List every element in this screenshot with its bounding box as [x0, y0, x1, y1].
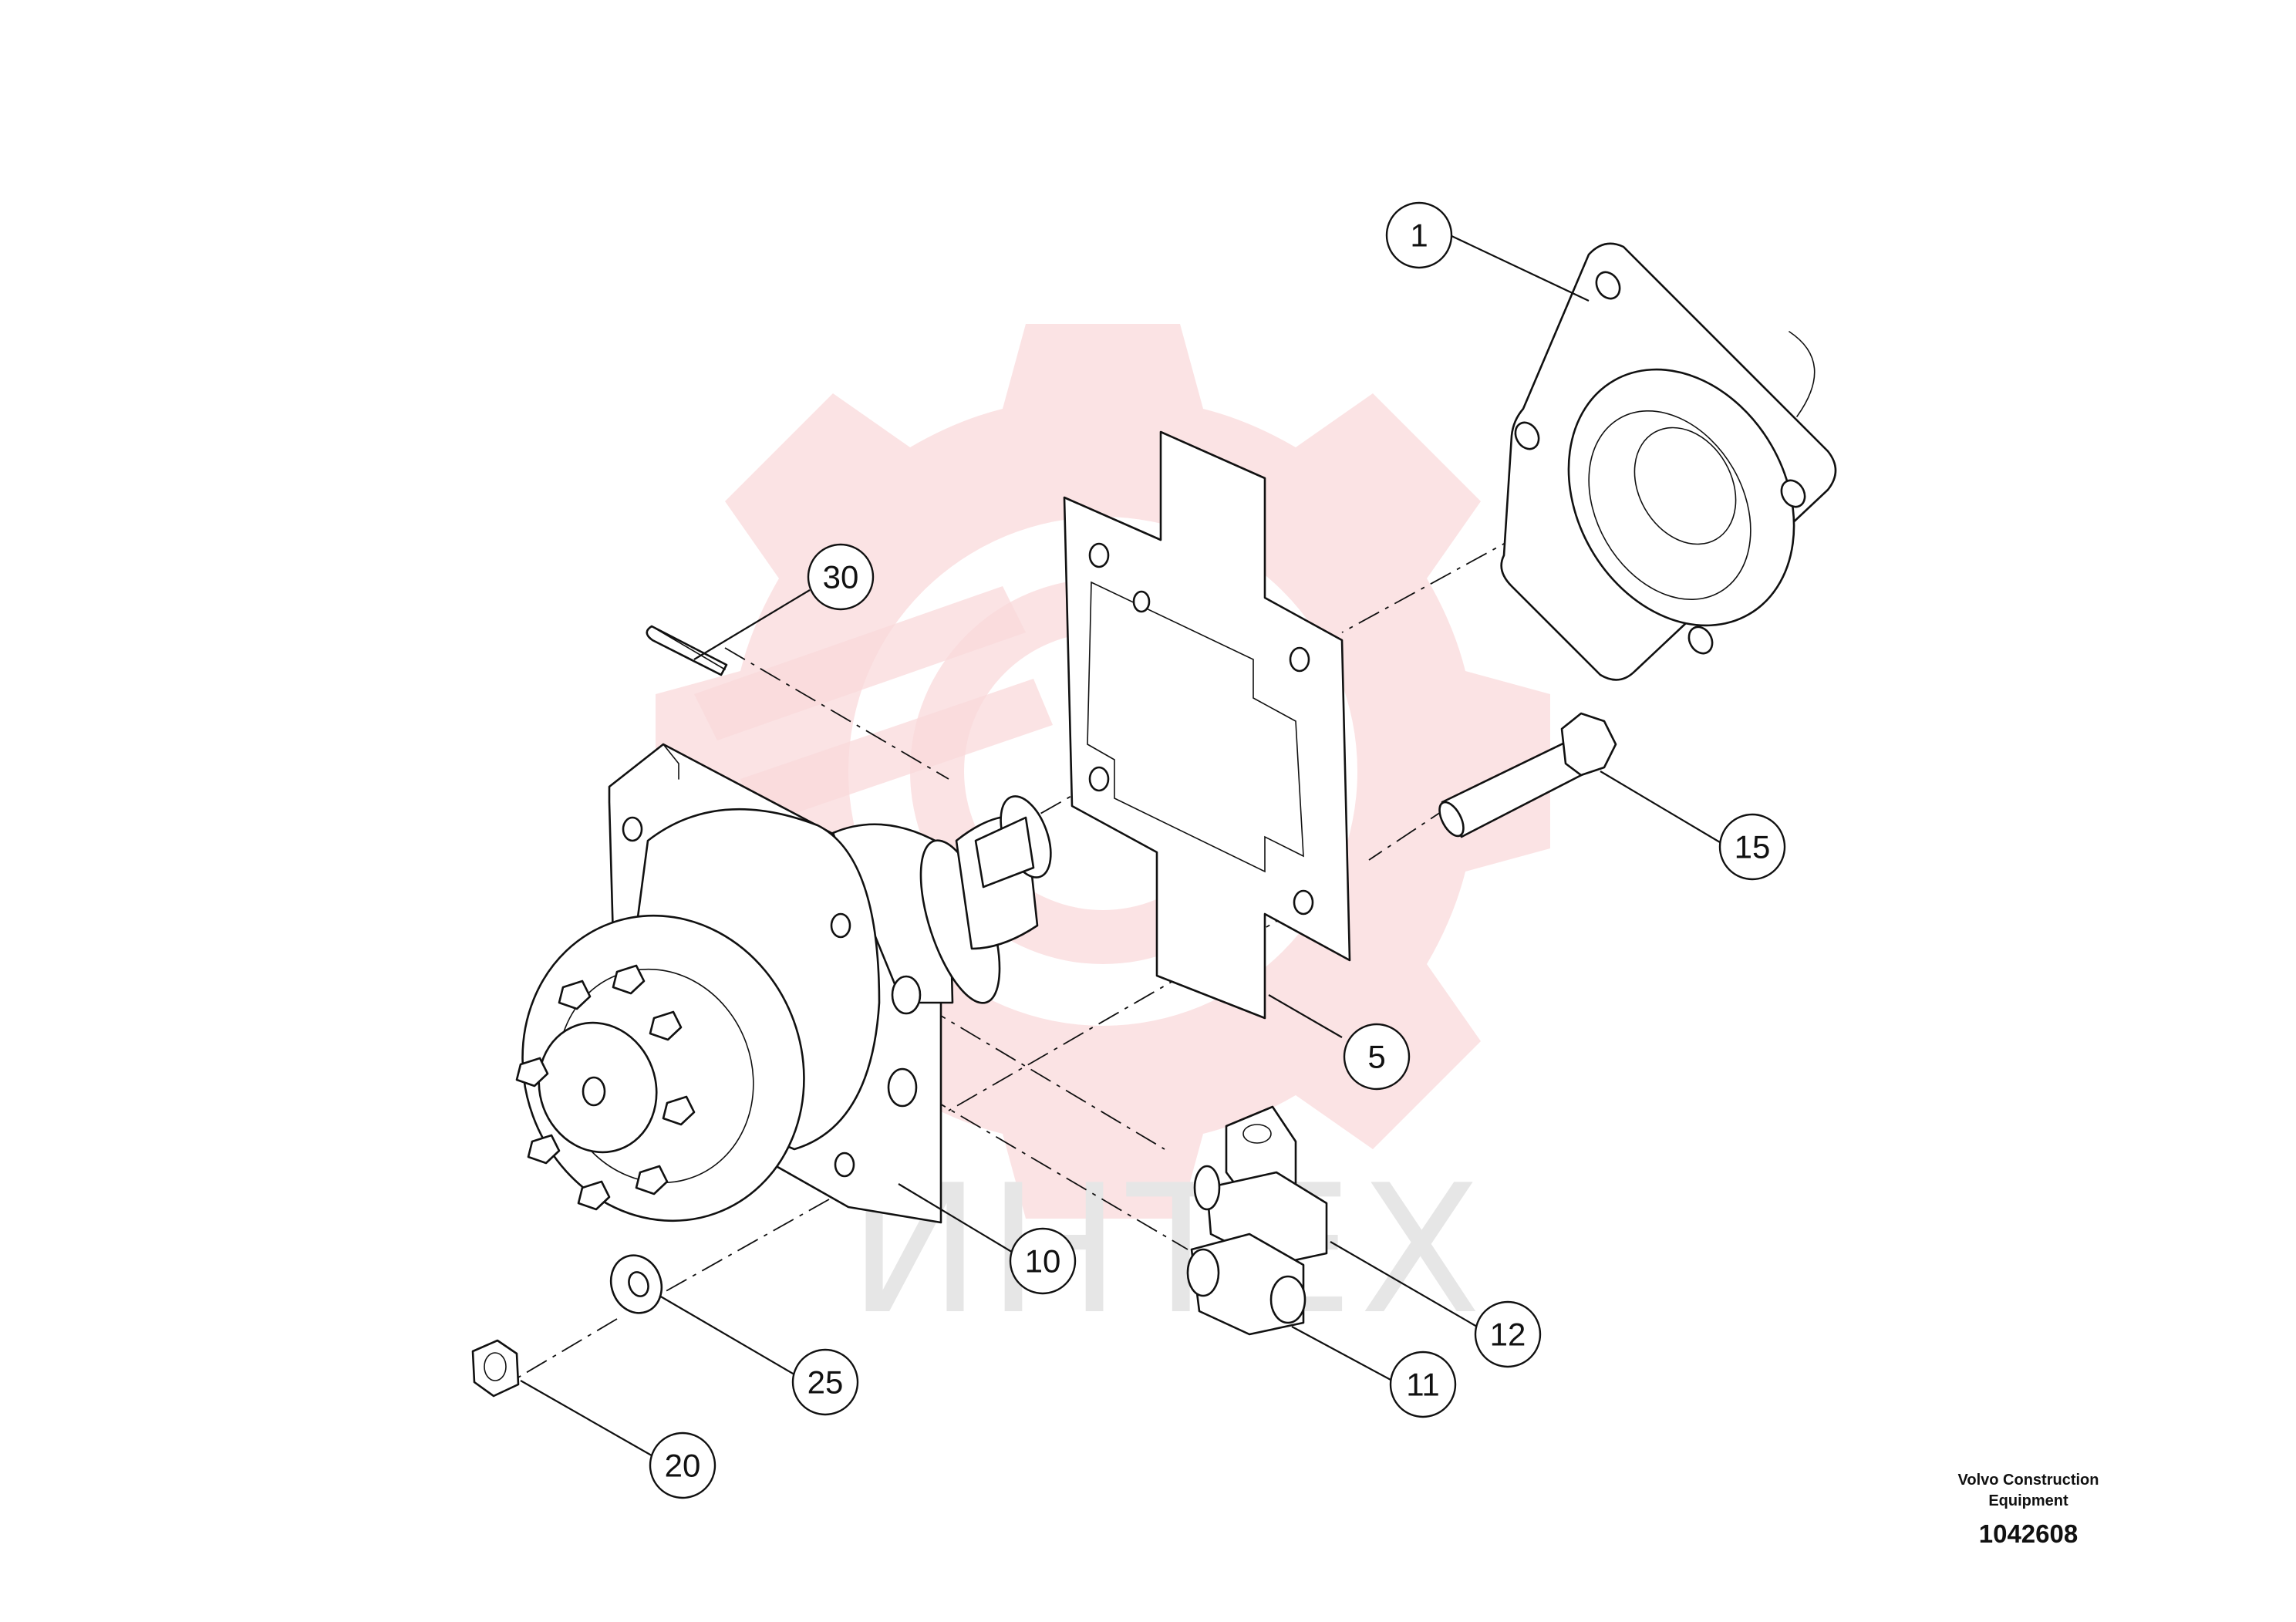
washer — [609, 1254, 663, 1314]
callout-20: 20 — [649, 1431, 716, 1499]
callout-12-label: 12 — [1490, 1317, 1526, 1353]
callout-12: 12 — [1474, 1300, 1542, 1368]
callout-1: 1 — [1385, 201, 1453, 269]
credit-block: Volvo Construction Equipment 1042608 — [1958, 1472, 2099, 1548]
flange-cover — [1500, 242, 1837, 681]
motor-bolt-heads — [515, 964, 696, 1211]
callout-5: 5 — [1343, 1023, 1411, 1091]
fitting-lower — [1186, 1233, 1306, 1336]
callout-20-label: 20 — [665, 1448, 701, 1484]
callout-25-label: 25 — [807, 1364, 844, 1401]
leader-lines — [520, 234, 1725, 1458]
callout-30-label: 30 — [823, 559, 859, 595]
callout-15-label: 15 — [1735, 829, 1771, 865]
drawing-number: 1042608 — [1979, 1519, 2078, 1548]
callout-5-label: 5 — [1367, 1039, 1385, 1075]
callout-30: 30 — [807, 543, 875, 611]
hydraulic-motor — [521, 743, 1052, 1224]
callout-1-label: 1 — [1410, 218, 1428, 254]
cotter-pin — [646, 625, 728, 676]
callout-15: 15 — [1718, 813, 1786, 881]
credit-line-1: Volvo Construction — [1958, 1472, 2099, 1489]
callout-10: 10 — [1009, 1227, 1077, 1295]
gasket-plate — [1063, 430, 1351, 1020]
nut — [471, 1339, 520, 1398]
watermark-text: ИНТЕХ — [848, 1148, 1487, 1354]
callout-11: 11 — [1389, 1351, 1457, 1418]
callout-10-label: 10 — [1025, 1243, 1061, 1280]
callout-11-label: 11 — [1406, 1367, 1440, 1403]
callout-25: 25 — [791, 1348, 859, 1416]
bolt — [1438, 712, 1617, 838]
credit-line-2: Equipment — [1988, 1492, 2068, 1509]
